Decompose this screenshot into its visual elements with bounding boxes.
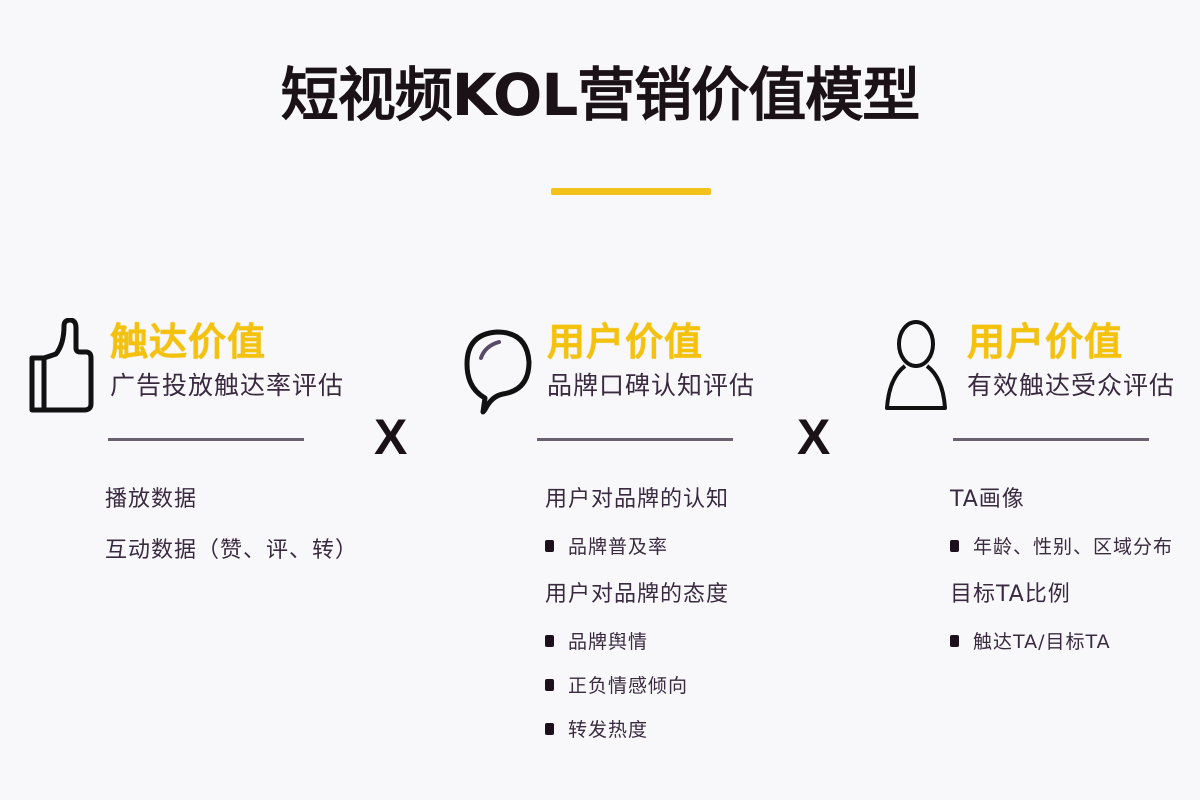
list-item: 播放数据: [105, 487, 198, 512]
bullet-item: 品牌舆情: [545, 624, 729, 668]
column-subtitle: 有效触达受众评估: [967, 371, 1176, 400]
column-subtitle: 广告投放触达率评估: [110, 371, 345, 400]
column-header: 触达价值 广告投放触达率评估: [26, 317, 345, 418]
list-item: 互动数据（赞、评、转）: [105, 538, 359, 563]
list-item: 目标TA比例: [950, 582, 1071, 607]
multiply-operator: X: [797, 409, 831, 465]
column-divider: [953, 438, 1149, 441]
speech-bubble-icon: [463, 318, 533, 418]
column-divider: [537, 438, 733, 441]
column-subtitle: 品牌口碑认知评估: [547, 371, 756, 400]
bullet-item: 年龄、性别、区域分布: [950, 529, 1173, 573]
list-item: 用户对品牌的态度: [545, 582, 730, 607]
column-audience-value: 用户价值 有效触达受众评估 TA画像 年龄、性别、区域分布 目标TA比例 触达T…: [883, 318, 1175, 653]
column-items: TA画像 年龄、性别、区域分布 目标TA比例 触达TA/目标TA: [950, 478, 1173, 668]
multiply-operator: X: [374, 409, 408, 465]
column-header: 用户价值 有效触达受众评估: [883, 318, 1175, 418]
thumbs-up-icon: [26, 317, 96, 418]
bullet-item: 转发热度: [545, 712, 729, 756]
column-title: 触达价值: [110, 320, 267, 364]
bullet-item: 品牌普及率: [545, 529, 729, 573]
title-underline: [551, 188, 711, 195]
bullet-item: 正负情感倾向: [545, 668, 729, 712]
page-title: 短视频KOL营销价值模型: [280, 61, 921, 129]
user-icon: [883, 318, 953, 418]
list-item: TA画像: [950, 487, 1025, 512]
column-items: 用户对品牌的认知 品牌普及率 用户对品牌的态度 品牌舆情 正负情感倾向 转发热度: [545, 478, 729, 756]
column-brand-value: 用户价值 品牌口碑认知评估 用户对品牌的认知 品牌普及率 用户对品牌的态度 品牌…: [463, 318, 755, 741]
column-header: 用户价值 品牌口碑认知评估: [463, 318, 755, 418]
column-items: 播放数据 互动数据（赞、评、转）: [105, 478, 358, 580]
column-divider: [108, 438, 304, 441]
column-title: 用户价值: [967, 320, 1124, 364]
list-item: 用户对品牌的认知: [545, 487, 730, 512]
bullet-item: 触达TA/目标TA: [950, 624, 1173, 668]
column-title: 用户价值: [547, 320, 704, 364]
column-reach-value: 触达价值 广告投放触达率评估 播放数据 互动数据（赞、评、转）: [26, 317, 357, 563]
